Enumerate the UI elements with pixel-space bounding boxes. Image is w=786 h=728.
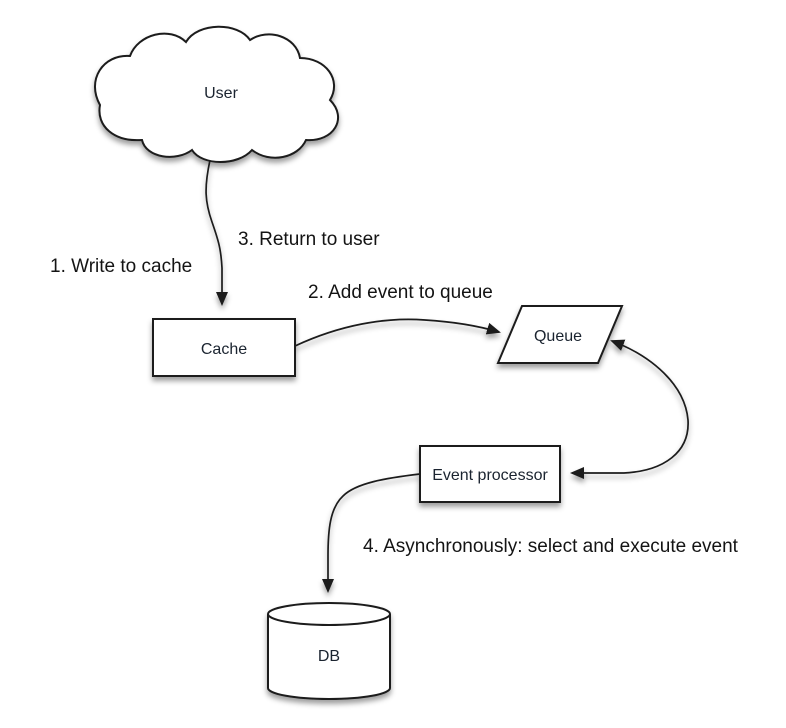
cache-node-shape — [152, 318, 296, 377]
edge-queue-event-processor — [570, 339, 689, 479]
cache-node-label: Cache — [201, 341, 247, 358]
queue-node-label: Queue — [534, 328, 582, 345]
event-processor-node-shape — [419, 445, 561, 503]
step-4-label: 4. Asynchronously: select and execute ev… — [363, 536, 739, 557]
step-1-label: 1. Write to cache — [50, 256, 192, 277]
step-3-label: 3. Return to user — [238, 229, 380, 250]
edge-user-to-cache — [205, 159, 228, 306]
user-node-label: User — [204, 85, 238, 102]
step-2-label: 2. Add event to queue — [308, 282, 493, 303]
edge-cache-to-queue — [294, 318, 501, 347]
db-node-shape — [267, 602, 391, 700]
edge-event-processor-to-db — [322, 473, 421, 593]
user-cloud-shape — [94, 25, 340, 163]
db-node-label: DB — [318, 648, 340, 665]
event-processor-node-label: Event processor — [432, 467, 548, 484]
queue-node-shape — [496, 305, 624, 364]
